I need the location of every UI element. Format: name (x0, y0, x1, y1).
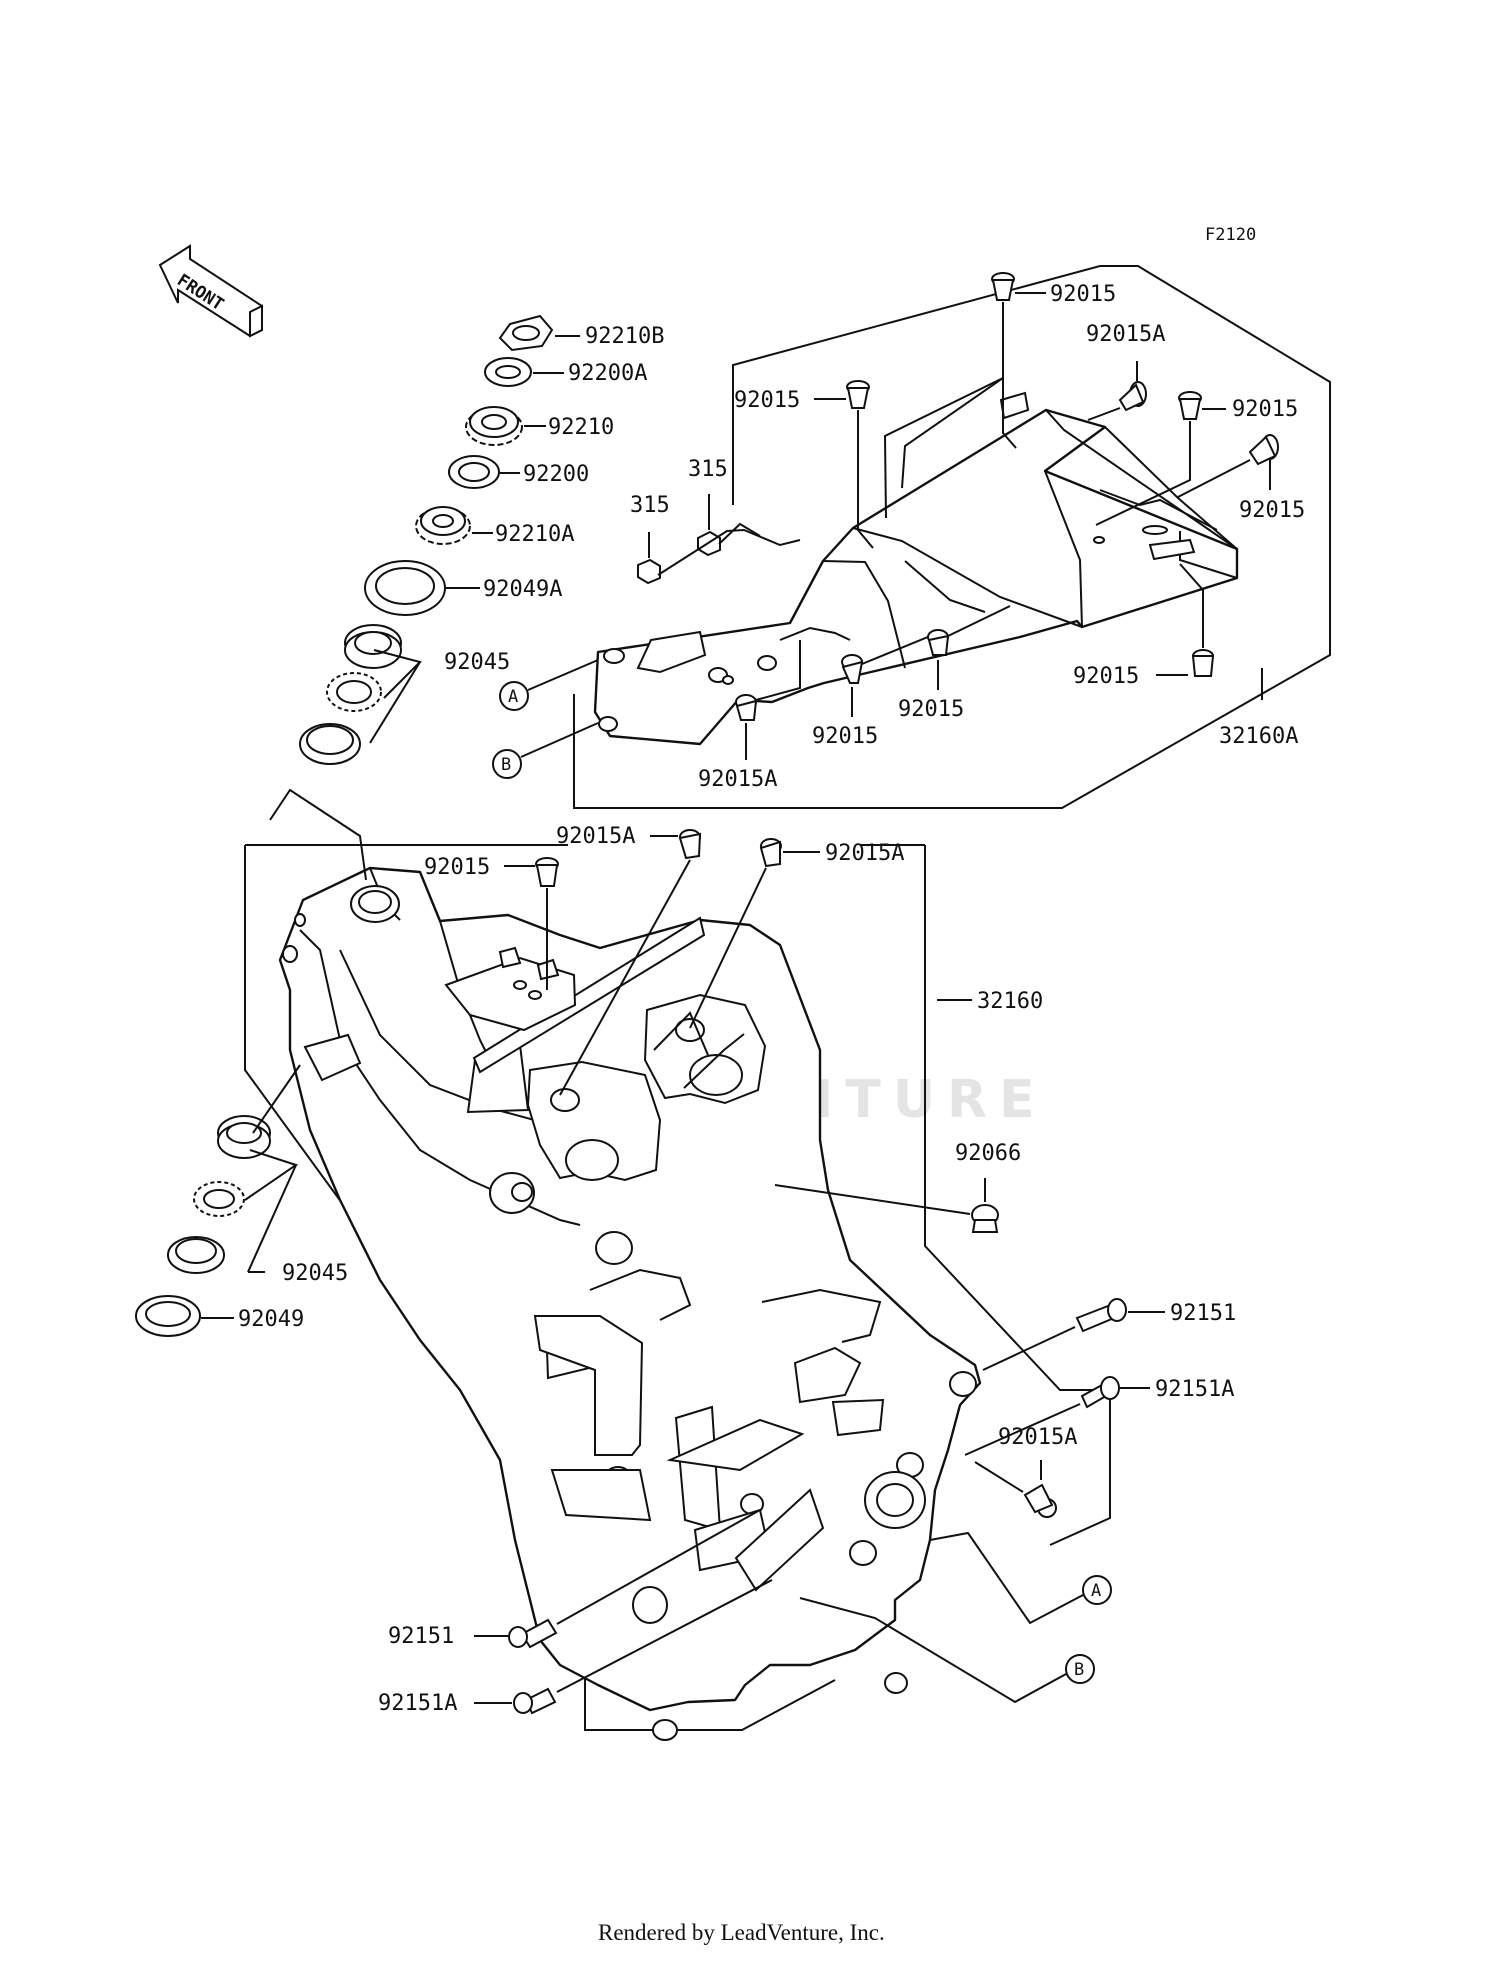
svg-text:A: A (1091, 1581, 1101, 1601)
dust-seal-icon (364, 560, 446, 616)
grommet-92015-icon (927, 629, 950, 656)
label-92049A: 92049A (483, 577, 562, 602)
bolt-92151A-icon (513, 1687, 557, 1715)
dust-seal-icon (135, 1295, 201, 1337)
bearing-race-icon (344, 624, 402, 669)
diagram-code: F2120 (1205, 225, 1256, 245)
grommet-92015A-icon (1023, 1483, 1057, 1518)
callout-b-top: B (492, 749, 522, 779)
svg-text:B: B (501, 755, 511, 775)
label-92015-t1: 92015 (1050, 282, 1116, 307)
label-92066: 92066 (955, 1141, 1021, 1166)
callout-a-top: A (499, 681, 529, 711)
label-92210: 92210 (548, 415, 614, 440)
label-92151A-l: 92151A (378, 1691, 457, 1716)
adjust-nut-icon (415, 506, 471, 545)
lock-nut-icon (465, 406, 523, 446)
label-92015-t4: 92015 (1239, 498, 1305, 523)
label-92015-b2: 92015 (898, 697, 964, 722)
nut-315-icon (637, 558, 661, 585)
label-92200A: 92200A (568, 361, 647, 386)
label-315-a: 315 (630, 493, 670, 518)
bearing-race-icon (217, 1115, 271, 1159)
callout-a-bottom: A (1082, 1575, 1112, 1605)
grommet-92015A-icon (735, 694, 758, 721)
label-92015-t3: 92015 (1232, 397, 1298, 422)
svg-text:B: B (1074, 1660, 1084, 1680)
washer-icon (484, 357, 532, 387)
grommet-92015-icon (1248, 434, 1279, 466)
label-92015A-m2: 92015A (825, 841, 904, 866)
mainframe-group-bracket (924, 845, 1111, 1546)
label-92015-b1: 92015 (812, 724, 878, 749)
label-92151-r: 92151 (1170, 1301, 1236, 1326)
label-92151-l: 92151 (388, 1624, 454, 1649)
bolt-92151A-icon (1080, 1376, 1120, 1409)
svg-text:A: A (508, 687, 518, 707)
grommet-92015A-icon (678, 829, 702, 860)
bearing-cup-icon (167, 1236, 225, 1274)
label-92049: 92049 (238, 1307, 304, 1332)
label-92151A-r: 92151A (1155, 1377, 1234, 1402)
grommet-92015-icon (535, 857, 559, 887)
bolt-92151-icon (1075, 1298, 1127, 1333)
label-92015-t2: 92015 (734, 388, 800, 413)
ball-bearing-icon (193, 1181, 245, 1217)
rear-subframe-32160A (593, 391, 1239, 746)
subframe-group-bracket (573, 265, 1331, 809)
label-92015-b3: 92015 (1073, 664, 1139, 689)
label-92200: 92200 (523, 462, 589, 487)
label-92210B: 92210B (585, 324, 664, 349)
plug-92066-icon (971, 1204, 999, 1233)
grommet-92015-icon (991, 272, 1015, 301)
label-92045-bot: 92045 (282, 1261, 348, 1286)
bolt-92151-icon (508, 1618, 558, 1649)
label-92015A-t: 92015A (1086, 322, 1165, 347)
label-92210A: 92210A (495, 522, 574, 547)
label-92015A-r: 92015A (998, 1425, 1077, 1450)
lock-washer-icon (448, 455, 500, 489)
grommet-92015-icon (841, 654, 864, 684)
callout-b-bottom: B (1065, 1654, 1095, 1684)
label-32160A: 32160A (1219, 724, 1298, 749)
label-92045-top: 92045 (444, 650, 510, 675)
grommet-92015-icon (1191, 649, 1215, 677)
front-arrow-icon: FRONT (158, 244, 263, 338)
main-frame-32160 (278, 866, 982, 1741)
footer-credit: Rendered by LeadVenture, Inc. (598, 1920, 885, 1945)
label-92015A-m1: 92015A (556, 824, 635, 849)
stem-nut-icon (498, 314, 554, 352)
bearing-cup-icon (299, 723, 361, 765)
label-32160: 32160 (977, 989, 1043, 1014)
grommet-92015A-icon (759, 838, 782, 868)
grommet-92015A-icon (1118, 381, 1147, 412)
label-92015-m: 92015 (424, 855, 490, 880)
label-92015A-b: 92015A (698, 767, 777, 792)
ball-bearing-icon (326, 672, 382, 712)
grommet-92015-icon (1178, 391, 1202, 420)
grommet-92015-icon (846, 380, 870, 409)
label-315-b: 315 (688, 457, 728, 482)
